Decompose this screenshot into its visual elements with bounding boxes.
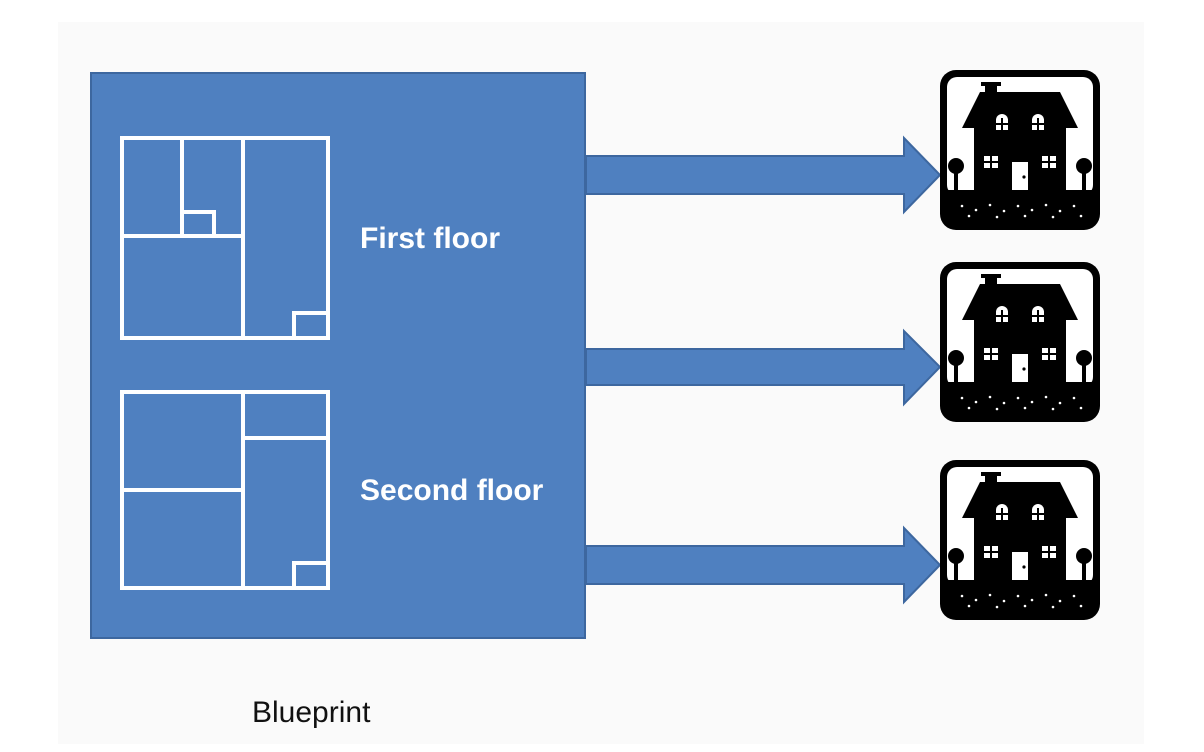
arrow-3 (585, 525, 942, 605)
house-icon (940, 70, 1100, 230)
house-icon (940, 262, 1100, 422)
diagram-caption: Blueprint (252, 696, 371, 729)
first-floor-label: First floor (360, 222, 500, 255)
second-floor-closet (292, 561, 330, 590)
second-floor-plan (120, 390, 330, 590)
first-floor-plan (120, 136, 330, 340)
second-floor-label: Second floor (360, 474, 544, 507)
arrows (585, 135, 942, 605)
house-icon (940, 460, 1100, 620)
house-3 (940, 460, 1100, 620)
first-floor-closet (292, 311, 330, 340)
first-floor-closet (180, 210, 216, 238)
house-2 (940, 262, 1100, 422)
arrow-2 (585, 328, 942, 407)
house-1 (940, 70, 1100, 230)
blueprint-panel (90, 72, 586, 639)
arrow-1 (585, 135, 942, 215)
